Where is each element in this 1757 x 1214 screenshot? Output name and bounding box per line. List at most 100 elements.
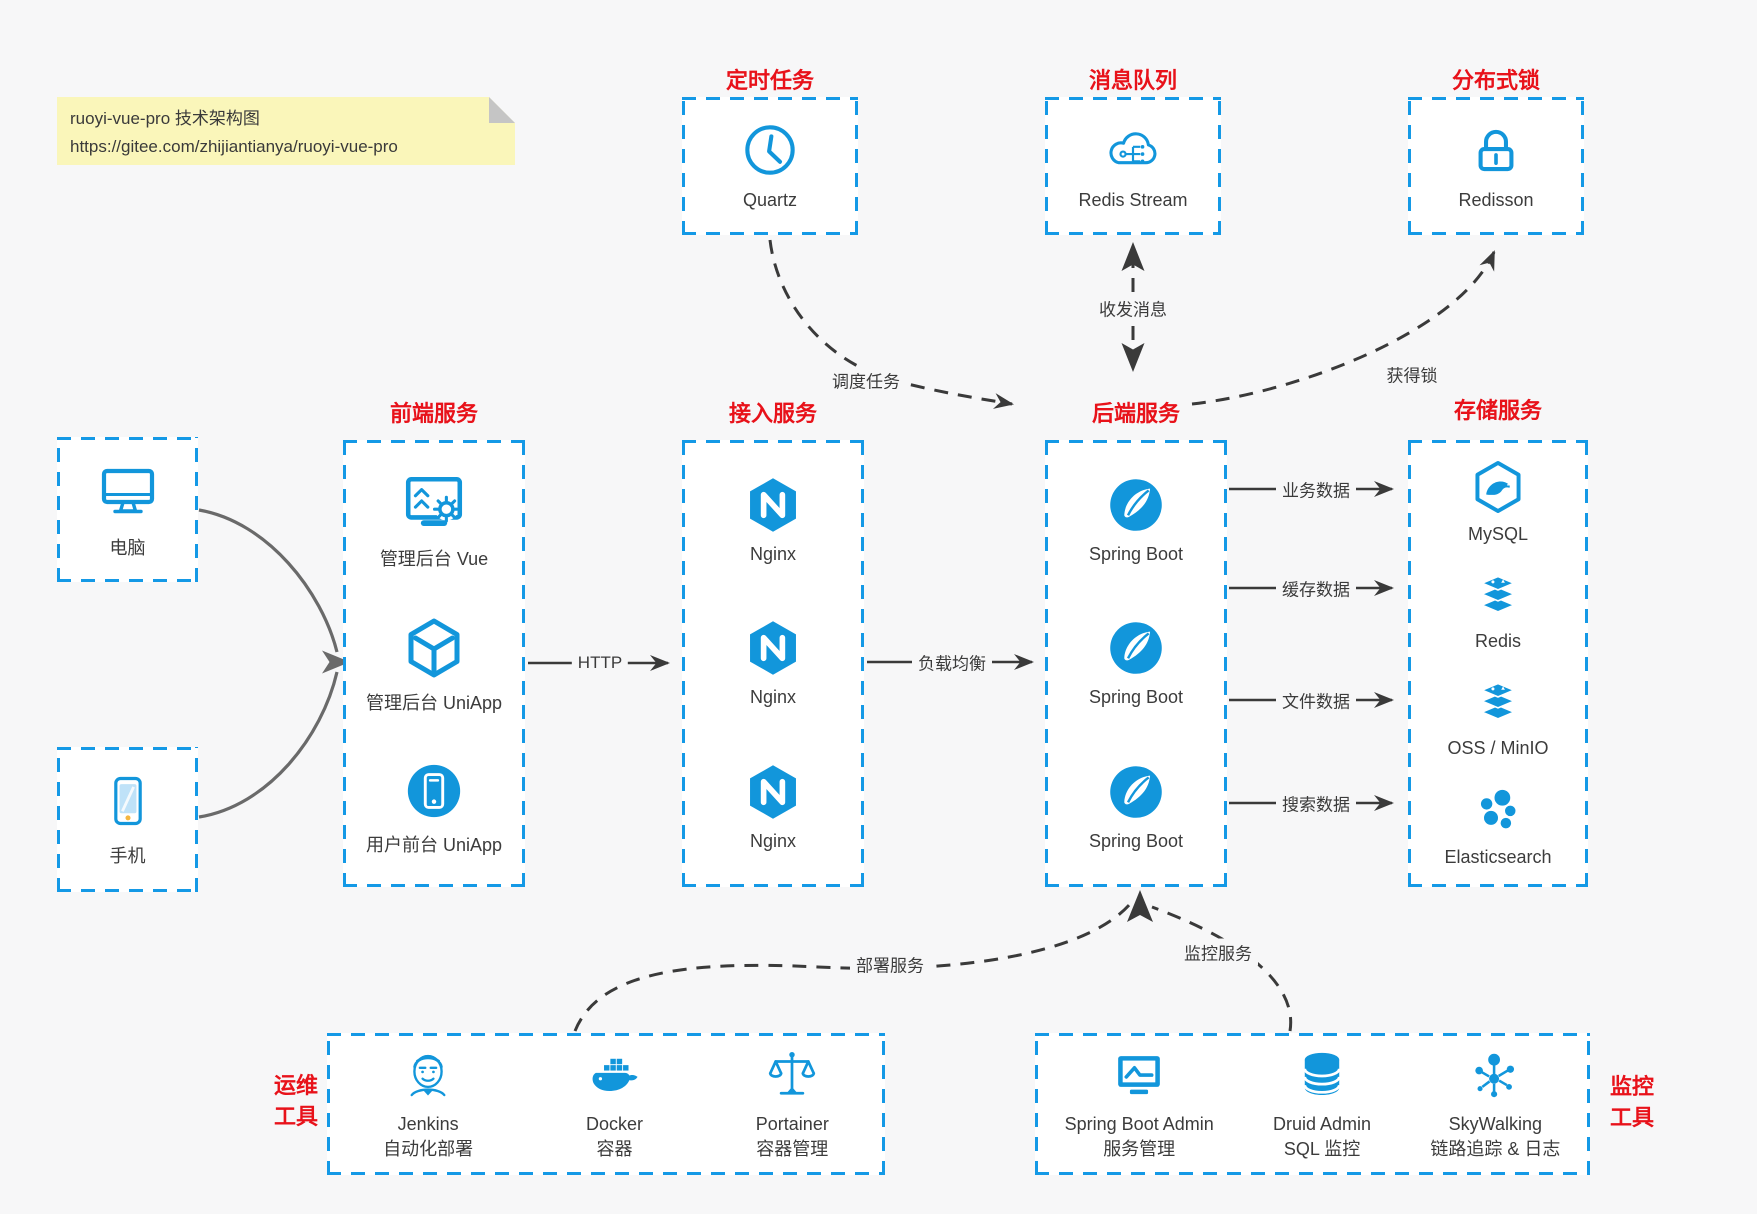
node-nginx-2: Nginx [743, 618, 803, 708]
clock-icon [741, 121, 799, 179]
edge-label-load-balance: 负载均衡 [912, 648, 992, 676]
group-title-ops-tools: 运维工具 [273, 1073, 318, 1129]
cloud-mq-icon [1104, 121, 1162, 179]
node-docker: Docker 容器 [585, 1047, 643, 1161]
node-sublabel: 容器 [596, 1138, 633, 1159]
message-down-arrowhead [1121, 343, 1145, 372]
node-oss-minio: OSS / MinIO [1447, 675, 1549, 759]
node-sublabel: 链路追踪 & 日志 [1430, 1138, 1561, 1159]
node-label: SkyWalking [1448, 1114, 1543, 1135]
edge-label-file-data: 文件数据 [1276, 686, 1356, 714]
node-elasticsearch: Elasticsearch [1444, 782, 1552, 868]
column-title-frontend: 前端服务 [389, 401, 479, 426]
node-label: Nginx [749, 687, 797, 708]
access-services-box: Nginx Nginx Nginx [682, 440, 864, 887]
note-url: https://gitee.com/zhijiantianya/ruoyi-vu… [70, 136, 398, 156]
node-label: Redis Stream [1078, 190, 1188, 210]
portainer-icon [763, 1047, 821, 1105]
node-spring-boot-3: Spring Boot [1089, 762, 1183, 852]
node-label: Elasticsearch [1444, 846, 1552, 867]
phone-icon [98, 771, 158, 831]
redis-stream-box: Redis Stream [1045, 97, 1221, 235]
network-nodes-icon [1466, 1047, 1524, 1105]
quartz-box: Quartz [682, 97, 858, 235]
edge-acquire-lock [1191, 250, 1496, 406]
node-label: 管理后台 Vue [379, 549, 489, 570]
edge-label-send-receive-message: 收发消息 [1093, 294, 1173, 322]
edge-label-business-data: 业务数据 [1276, 475, 1356, 503]
edge-label-acquire-lock: 获得锁 [1380, 360, 1444, 388]
note-folded-corner [489, 97, 515, 123]
docker-icon [585, 1047, 643, 1105]
edge-label-monitor-service: 监控服务 [1178, 938, 1258, 966]
node-label: Redis [1474, 631, 1522, 652]
node-sublabel: 服务管理 [1103, 1138, 1176, 1159]
edge-desktop-to-frontend [198, 508, 339, 653]
node-mysql: MySQL [1468, 459, 1528, 545]
node-sublabel: 自动化部署 [383, 1138, 474, 1159]
edge-label-search-data: 搜索数据 [1276, 789, 1356, 817]
node-label: Nginx [749, 543, 797, 564]
monitor-chart-icon [1110, 1047, 1168, 1105]
desktop-icon [96, 459, 160, 523]
spring-icon [1106, 762, 1166, 822]
node-label: 管理后台 UniApp [365, 692, 503, 713]
elasticsearch-icon [1470, 782, 1526, 838]
spring-icon [1106, 618, 1166, 678]
node-label: Jenkins [397, 1114, 459, 1135]
nginx-icon [743, 618, 803, 678]
node-jenkins: Jenkins 自动化部署 [383, 1047, 473, 1161]
ops-tools-box: Jenkins 自动化部署 Docker 容器 Portainer 容器管理 [327, 1033, 885, 1175]
node-nginx-1: Nginx [743, 475, 803, 565]
uniapp-cube-icon [402, 616, 466, 680]
node-admin-vue: 管理后台 Vue [380, 470, 488, 571]
node-spring-boot-1: Spring Boot [1089, 475, 1183, 565]
node-sublabel: 容器管理 [756, 1138, 829, 1159]
column-title-backend: 后端服务 [1091, 401, 1181, 426]
node-user-uniapp: 用户前台 UniApp [366, 760, 502, 857]
phone-client-box: 手机 [57, 747, 198, 892]
node-label: MySQL [1467, 524, 1528, 545]
node-sublabel: SQL 监控 [1283, 1138, 1361, 1159]
backend-up-arrowhead [1127, 890, 1153, 922]
group-title-scheduled-tasks: 定时任务 [725, 68, 815, 93]
node-label: Nginx [749, 831, 797, 852]
node-admin-uniapp: 管理后台 UniApp [366, 616, 502, 715]
nginx-icon [743, 475, 803, 535]
group-title-message-queue: 消息队列 [1088, 68, 1178, 93]
node-label: Druid Admin [1273, 1114, 1372, 1135]
jenkins-icon [399, 1047, 457, 1105]
node-spring-boot-admin: Spring Boot Admin 服务管理 [1065, 1047, 1214, 1161]
note-title: ruoyi-vue-pro 技术架构图 [70, 109, 260, 128]
node-label: Redisson [1458, 190, 1534, 210]
admin-vue-icon [401, 470, 467, 536]
database-icon [1293, 1047, 1351, 1105]
node-label: 电脑 [109, 538, 146, 558]
mysql-icon [1470, 459, 1526, 515]
redisson-box: Redisson [1408, 97, 1584, 235]
nginx-icon [743, 762, 803, 822]
group-title-monitor-tools: 监控工具 [1609, 1074, 1654, 1130]
sticky-note: ruoyi-vue-pro 技术架构图 https://gitee.com/zh… [57, 97, 515, 165]
node-label: OSS / MinIO [1447, 737, 1549, 758]
group-title-distributed-lock: 分布式锁 [1451, 68, 1541, 93]
node-label: Docker [585, 1114, 643, 1135]
node-label: Portainer [755, 1114, 829, 1135]
monitor-tools-box: Spring Boot Admin 服务管理 Druid Admin SQL 监… [1035, 1033, 1590, 1175]
storage-services-box: MySQL Redis OSS / MinIO Elasticsearch [1408, 440, 1588, 887]
node-label: Quartz [742, 190, 798, 210]
node-label: 用户前台 UniApp [365, 834, 503, 855]
lock-icon [1467, 121, 1525, 179]
edge-label-schedule-task: 调度任务 [826, 366, 906, 394]
column-title-storage: 存储服务 [1453, 398, 1543, 423]
client-connectors [198, 508, 339, 819]
edge-label-http: HTTP [571, 652, 629, 674]
backend-services-box: Spring Boot Spring Boot Spring Boot [1045, 440, 1227, 887]
node-label: Spring Boot [1088, 687, 1184, 708]
spring-icon [1106, 475, 1166, 535]
edge-label-cache-data: 缓存数据 [1276, 574, 1356, 602]
node-redis: Redis [1471, 568, 1525, 652]
node-label: Spring Boot Admin [1064, 1114, 1214, 1135]
edge-label-deploy-service: 部署服务 [850, 950, 930, 978]
